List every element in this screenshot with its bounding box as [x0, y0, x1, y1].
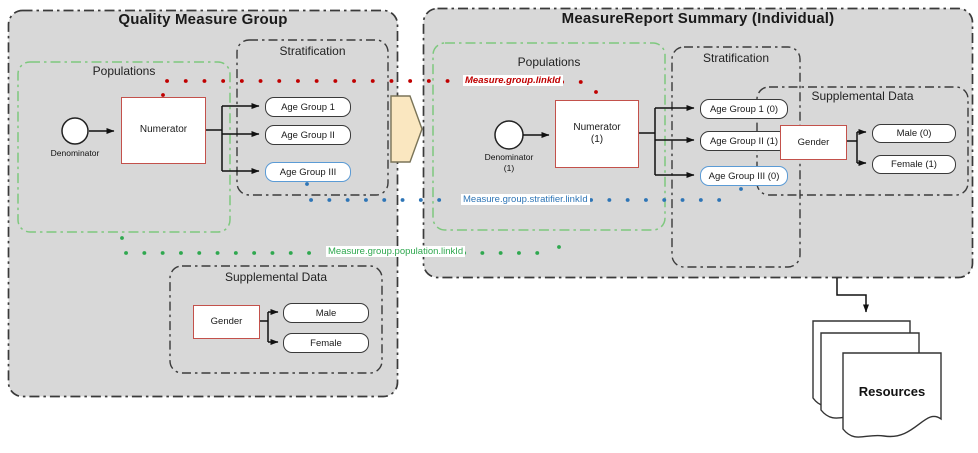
left-supplemental-box	[169, 265, 383, 374]
left-male-pill: Male	[283, 303, 369, 323]
right-denominator-count: (1)	[503, 163, 515, 174]
left-age-group-1-pill: Age Group 1	[265, 97, 351, 117]
right-numerator-box: Numerator (1)	[555, 100, 639, 168]
left-numerator-box: Numerator	[121, 97, 206, 164]
left-populations-title: Populations	[92, 64, 156, 78]
transform-arrow-icon	[390, 95, 423, 163]
right-populations-box	[432, 42, 666, 231]
left-age-group-3-label: Age Group III	[279, 166, 337, 178]
right-supplemental-box	[756, 86, 969, 196]
right-denominator-label: Denominator (1)	[469, 152, 549, 174]
left-age-group-2-pill: Age Group II	[265, 125, 351, 145]
right-age-group-2-pill: Age Group II (1)	[700, 131, 788, 151]
right-denominator-node	[494, 120, 524, 150]
right-panel-title: MeasureReport Summary (Individual)	[561, 10, 835, 27]
right-age-group-3-pill: Age Group III (0)	[700, 166, 788, 186]
resources-label: Resources	[858, 384, 926, 399]
left-age-group-1-label: Age Group 1	[281, 101, 335, 113]
left-male-label: Male	[315, 307, 337, 319]
right-stratification-title: Stratification	[702, 51, 770, 65]
right-male-label: Male (0)	[896, 128, 932, 139]
left-stratification-title: Stratification	[279, 44, 346, 58]
right-age-group-1-label: Age Group 1 (0)	[709, 103, 779, 115]
left-numerator-label: Numerator	[139, 124, 188, 136]
population-linkid-label: Measure.group.population.linkId	[326, 246, 466, 258]
right-branch-trunk	[637, 108, 656, 175]
left-denominator-node	[61, 117, 89, 145]
left-age-group-2-label: Age Group II	[281, 129, 335, 141]
left-gender-label: Gender	[210, 316, 243, 328]
left-female-pill: Female	[283, 333, 369, 353]
left-denominator-label: Denominator	[50, 148, 100, 158]
population-linkid-dotted-link	[120, 236, 561, 255]
right-populations-title: Populations	[517, 55, 581, 69]
right-numerator-count: (1)	[590, 134, 604, 145]
right-age-group-1-pill: Age Group 1 (0)	[700, 99, 788, 119]
left-supplemental-title: Supplemental Data	[224, 270, 328, 284]
resources-connector-arrow	[836, 278, 869, 313]
group-linkid-dotted-link	[161, 79, 598, 97]
right-male-pill: Male (0)	[872, 124, 956, 143]
left-branch-trunk	[204, 106, 223, 171]
stratifier-linkid-dotted-link	[305, 182, 743, 202]
right-female-pill: Female (1)	[872, 155, 956, 174]
right-denominator-text: Denominator	[484, 152, 534, 162]
group-linkid-label: Measure.group.linkId	[463, 75, 563, 87]
right-gender-trunk	[845, 132, 858, 163]
right-gender-label: Gender	[797, 136, 830, 148]
right-supplemental-title: Supplemental Data	[811, 89, 914, 103]
resources-document-stack-icon	[812, 320, 942, 438]
left-female-label: Female	[310, 337, 342, 349]
left-gender-box: Gender	[193, 305, 260, 339]
right-numerator-text: Numerator	[573, 121, 621, 133]
left-populations-box	[17, 61, 231, 233]
right-age-group-2-label: Age Group II (1)	[709, 135, 779, 147]
left-stratification-box	[236, 39, 389, 196]
right-age-group-3-label: Age Group III (0)	[708, 170, 780, 182]
stratifier-linkid-label: Measure.group.stratifier.linkId	[461, 194, 590, 206]
left-age-group-3-pill: Age Group III	[265, 162, 351, 182]
left-panel-title: Quality Measure Group	[118, 11, 288, 28]
right-gender-box: Gender	[780, 125, 847, 160]
right-female-label: Female (1)	[891, 159, 937, 170]
